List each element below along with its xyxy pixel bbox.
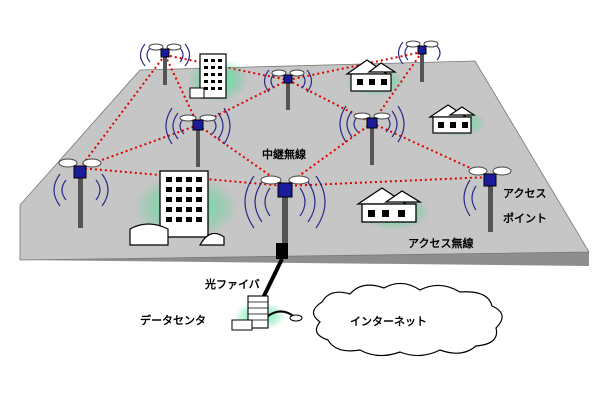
fiber-line bbox=[260, 258, 284, 301]
relay-radio-label: 中継無線 bbox=[262, 147, 306, 161]
node-units bbox=[58, 40, 512, 198]
fiber-label: 光ファイバ bbox=[204, 277, 260, 291]
house-top bbox=[345, 59, 405, 96]
house-center bbox=[355, 187, 430, 230]
internet-label: インターネット bbox=[350, 315, 427, 328]
building-top bbox=[188, 53, 248, 102]
house-right bbox=[428, 104, 486, 137]
radio-waves bbox=[53, 41, 477, 229]
access-point-label-line1: アクセス bbox=[503, 187, 546, 200]
fiber-pole bbox=[282, 186, 288, 244]
datacenter-label: データセンタ bbox=[140, 313, 206, 327]
internet-cloud bbox=[312, 282, 503, 357]
access-radio-label: アクセス無線 bbox=[408, 236, 473, 250]
datacenter-building bbox=[231, 295, 286, 331]
fiber-junction-box bbox=[276, 243, 288, 259]
building-large bbox=[129, 170, 238, 246]
node-poles bbox=[78, 52, 493, 232]
internet-link-end bbox=[289, 314, 303, 322]
access-point-label-line2: ポイント bbox=[503, 211, 547, 225]
